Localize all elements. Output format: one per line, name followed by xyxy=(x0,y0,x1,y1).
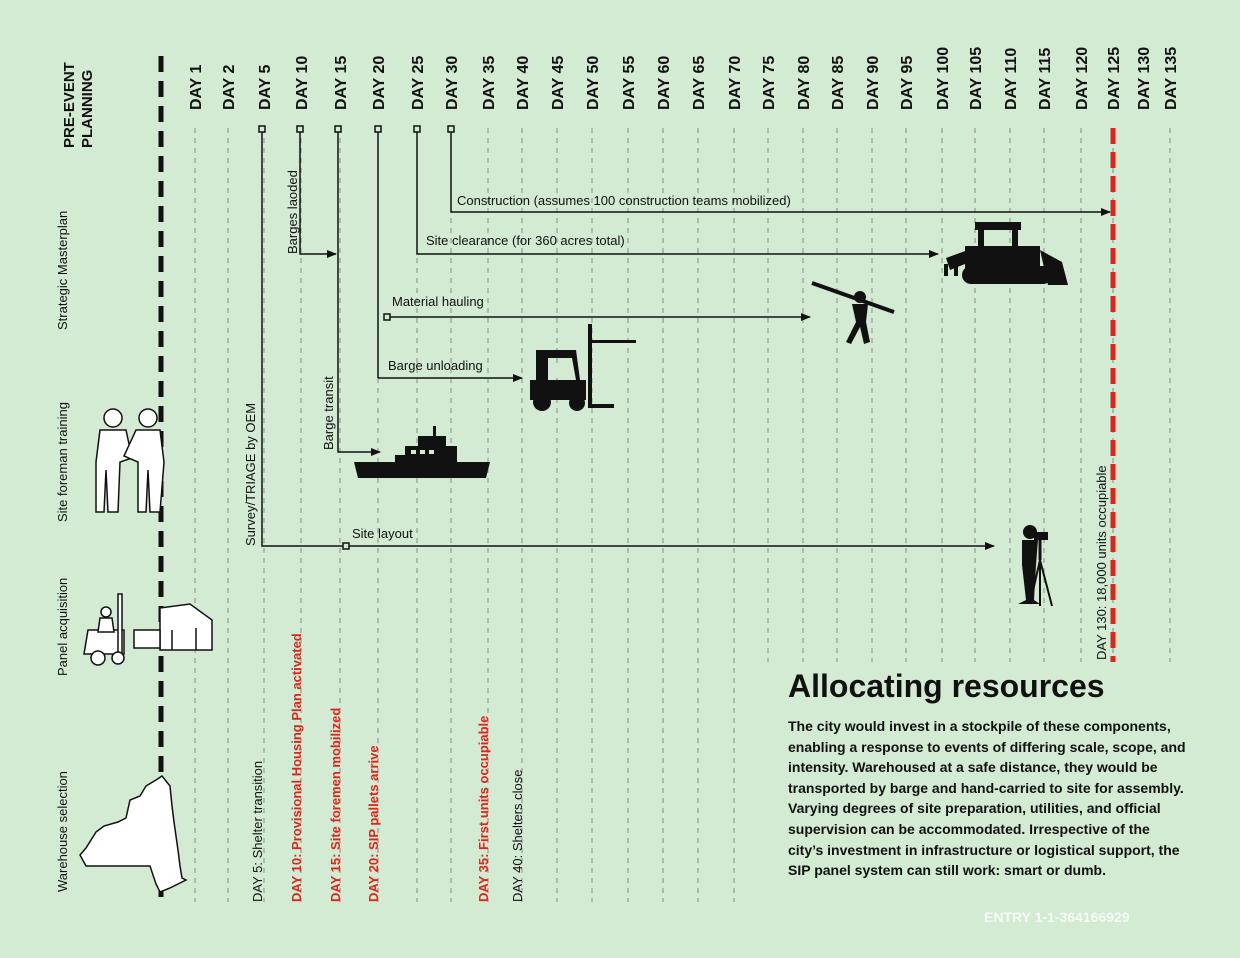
bulldozer-icon xyxy=(944,222,1068,285)
day-label: DAY 1 xyxy=(188,65,205,110)
site-layout-label: Site layout xyxy=(352,526,413,541)
day-label: DAY 40 xyxy=(515,56,532,110)
milestone-day5: DAY 5: Shelter transition xyxy=(250,761,265,902)
day-label: DAY 135 xyxy=(1163,47,1180,110)
barge-transit-label: Barge transit xyxy=(321,376,336,450)
milestone-day40: DAY 40: Shelters close xyxy=(510,770,525,902)
phase-panel-acquisition: Panel acquisition xyxy=(55,578,70,676)
warehouse-forklift-icon xyxy=(83,593,213,666)
day-label: DAY 65 xyxy=(691,56,708,110)
start-markers xyxy=(258,125,455,133)
milestones: DAY 5: Shelter transition DAY 10: Provis… xyxy=(250,633,525,902)
day-label: DAY 80 xyxy=(796,56,813,110)
day-label: DAY 105 xyxy=(968,47,985,110)
day130-milestone: DAY 130: 18,000 units occupiable xyxy=(1094,465,1109,660)
day-label: DAY 70 xyxy=(727,56,744,110)
day-label: DAY 10 xyxy=(294,56,311,110)
day-label: DAY 60 xyxy=(656,56,673,110)
task-construction: Construction (assumes 100 construction t… xyxy=(450,132,1111,216)
day-label: DAY 95 xyxy=(899,56,916,110)
task-barge-unloading: Barge unloading xyxy=(378,358,523,382)
milestone-day15: DAY 15: Site foremen mobilized xyxy=(328,708,343,902)
phase-strategic-masterplan: Strategic Masterplan xyxy=(55,211,70,330)
site-clearance-label: Site clearance (for 360 acres total) xyxy=(426,233,625,248)
barge-unloading-label: Barge unloading xyxy=(388,358,483,373)
construction-label: Construction (assumes 100 construction t… xyxy=(457,193,791,208)
day-label: DAY 110 xyxy=(1003,48,1020,110)
day-label: DAY 15 xyxy=(333,56,350,110)
barges-loaded-label: Barges laoded xyxy=(285,170,300,254)
day-label: DAY 120 xyxy=(1074,47,1091,110)
day-gridlines xyxy=(194,128,1171,902)
worker-carrying-pole-icon xyxy=(811,281,895,344)
day-label: DAY 55 xyxy=(621,56,638,110)
panel-title: Allocating resources xyxy=(788,668,1105,704)
forklift-icon xyxy=(530,324,636,411)
day-label: DAY 100 xyxy=(935,47,952,110)
task-material-hauling: Material hauling xyxy=(377,132,811,378)
task-site-clearance: Site clearance (for 360 acres total) xyxy=(416,132,939,258)
material-hauling-label: Material hauling xyxy=(392,294,484,309)
day-label: DAY 2 xyxy=(221,65,238,110)
day-label: DAY 90 xyxy=(865,56,882,110)
phase-site-foreman-training: Site foreman training xyxy=(55,402,70,522)
day-label: DAY 20 xyxy=(371,56,388,110)
day-label: DAY 115 xyxy=(1037,48,1054,110)
milestone-day20: DAY 20: SIP pallets arrive xyxy=(366,745,381,902)
day-label: DAY 75 xyxy=(761,56,778,110)
day-label: DAY 25 xyxy=(410,56,427,110)
milestone-day35: DAY 35: First units occupiable xyxy=(476,716,491,902)
day-label: DAY 45 xyxy=(550,56,567,110)
task-survey: Survey/TRIAGE by OEM Site layout xyxy=(243,132,995,550)
task-barges-loaded: Barges laoded xyxy=(285,132,337,258)
new-york-state-map-icon xyxy=(79,774,188,893)
day-label: DAY 50 xyxy=(585,56,602,110)
task-barge-transit: Barge transit xyxy=(321,132,381,456)
phase-warehouse-selection: Warehouse selection xyxy=(55,771,70,892)
day-label: DAY 125 xyxy=(1106,47,1123,110)
survey-label: Survey/TRIAGE by OEM xyxy=(243,403,258,546)
day-label: DAY 30 xyxy=(444,56,461,110)
milestone-day10: DAY 10: Provisional Housing Plan activat… xyxy=(289,633,304,902)
day-labels: DAY 1 DAY 2 DAY 5 DAY 10 DAY 15 DAY 20 DAY 25 D… xyxy=(188,47,1180,110)
day-label: DAY 130 xyxy=(1136,47,1153,110)
day-label: DAY 85 xyxy=(830,56,847,110)
surveyor-icon xyxy=(1018,525,1053,607)
barge-boat-icon xyxy=(354,426,490,478)
day-label: DAY 35 xyxy=(481,56,498,110)
handshake-icon xyxy=(95,408,165,513)
panel-body: The city would invest in a stockpile of … xyxy=(788,718,1186,879)
day-label: DAY 5 xyxy=(257,65,274,110)
pre-event-label: PRE-EVENT PLANNING xyxy=(61,58,96,148)
entry-number: ENTRY 1-1-364166929 xyxy=(984,909,1130,925)
